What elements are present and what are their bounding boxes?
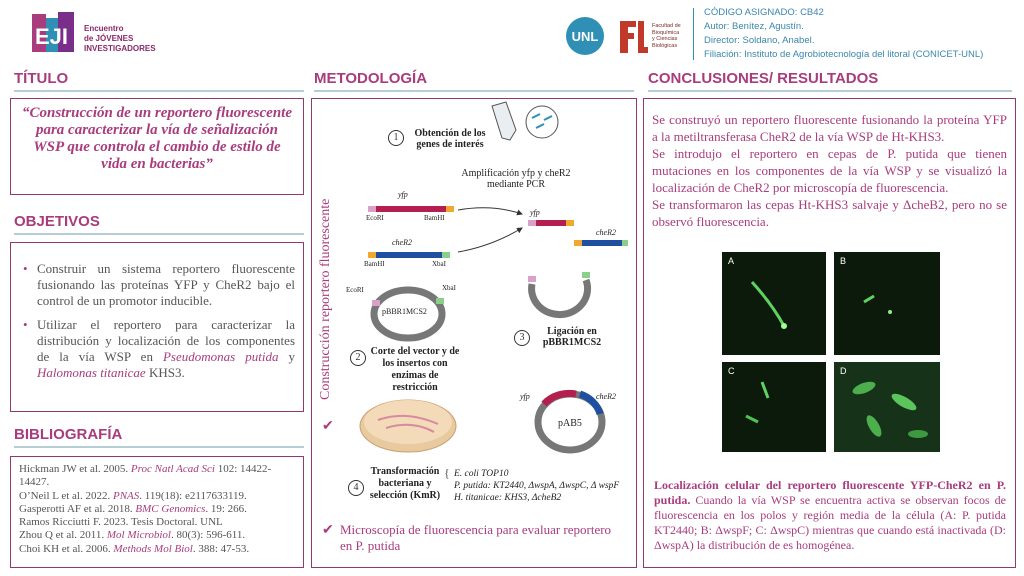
step-number: 1 <box>388 130 404 146</box>
bib-entry: Hickman JW et al. 2005. Proc Natl Acad S… <box>19 463 272 489</box>
objective-item: • Construir un sistema reportero fluores… <box>23 261 295 308</box>
yfp-label: yfp <box>398 190 408 199</box>
bib-entry: Gasperotti AF et al. 2018. BMC Genomics.… <box>19 502 247 515</box>
bib-entry: O’Neil L et al. 2022. PNAS. 119(18): e21… <box>19 489 247 502</box>
poster-title: “Construcción de un reportero fluorescen… <box>21 105 292 172</box>
xbai-label-2: XbaI <box>442 284 456 292</box>
methodology-panel <box>311 98 637 568</box>
objectives-panel: • Construir un sistema reportero fluores… <box>10 242 304 412</box>
plasmid-vector <box>370 286 446 342</box>
ecori-label: EcoRI <box>366 214 384 222</box>
yfp-label-2: yfp <box>530 208 540 217</box>
check-icon: ✔ <box>322 419 334 434</box>
methodology-heading: METODOLOGÍA <box>314 70 428 87</box>
caption-rest: Cuando la vía WSP se encuentra activa se… <box>654 493 1006 552</box>
step-number: 3 <box>514 330 530 346</box>
svg-text:EJI: EJI <box>35 24 68 49</box>
title-heading: TÍTULO <box>14 70 69 87</box>
step-number: 4 <box>348 480 364 496</box>
unl-logo: UNL <box>566 17 604 55</box>
vertical-label: Construcción reportero fluorescente <box>318 198 333 400</box>
bibliography-panel: Hickman JW et al. 2005. Proc Natl Acad S… <box>10 456 304 568</box>
xbai-label: XbaI <box>432 260 446 268</box>
bamhi-label-2: BamHI <box>364 260 385 268</box>
pab5-label: pAB5 <box>558 418 582 429</box>
conclusion-paragraph: Se transformaron las cepas Ht-KHS3 salva… <box>652 197 1007 229</box>
title-panel: “Construcción de un reportero fluorescen… <box>10 98 304 195</box>
amplification-label: Amplificación yfp y cheR2 mediante PCR <box>461 168 571 190</box>
step1-label: Obtención de los genes de interés <box>414 128 486 150</box>
pab5-plasmid <box>534 389 606 454</box>
gene-diagram <box>368 206 628 258</box>
ecori-label-2: EcoRI <box>346 286 364 294</box>
header-divider <box>693 8 694 60</box>
eji-logo-text: Encuentro de JÓVENES INVESTIGADORES <box>84 24 156 53</box>
bullet-icon: • <box>23 261 28 276</box>
pcr-tube-icon <box>491 101 559 141</box>
affiliation-label: Filiación: Instituto de Agrobiotecnologí… <box>704 49 984 60</box>
title-rule <box>14 90 304 92</box>
plasmid-label: pBBR1MCS2 <box>382 307 427 316</box>
petri-dish-icon <box>359 399 457 453</box>
bullet-icon: • <box>23 317 28 332</box>
author-label: Autor: Benítez, Agustín. <box>704 21 804 32</box>
conclusion-paragraph: Se introdujo el reportero en cepas de P.… <box>652 146 1007 195</box>
objectives-rule <box>14 233 304 235</box>
figure-caption: Localización celular del reportero fluor… <box>654 478 1006 553</box>
cher2-label-3: cheR2 <box>596 392 616 401</box>
code-label: CÓDIGO ASIGNADO: CB42 <box>704 7 824 18</box>
bamhi-label: BamHI <box>424 214 445 222</box>
conclusion-paragraph: Se construyó un reportero fluorescente f… <box>652 112 1007 144</box>
eji-logo: EJI <box>30 10 78 56</box>
ligation-plasmid <box>528 272 592 319</box>
step-number: 2 <box>350 350 366 366</box>
step4-label: Transformación bacteriana y selección (K… <box>369 466 441 501</box>
methodology-rule <box>314 90 634 92</box>
step3-label: Ligación en pBBR1MCS2 <box>542 326 602 348</box>
yfp-label-3: yfp <box>520 392 530 401</box>
conclusions-rule <box>648 90 1012 92</box>
conclusions-heading: CONCLUSIONES/ RESULTADOS <box>648 70 879 87</box>
caption-bold: Localización celular del reportero fluor… <box>654 478 1006 507</box>
bib-entry: Ramos Ricciutti F. 2023. Tesis Doctoral.… <box>19 516 223 529</box>
bibliography-heading: BIBLIOGRAFÍA <box>14 426 123 443</box>
microscopy-label: Microscopía de fluorescencia para evalua… <box>340 522 612 553</box>
conclusions-panel: Se construyó un reportero fluorescente f… <box>643 98 1016 568</box>
brace-icon: { <box>444 466 450 480</box>
bibliography-rule <box>14 446 304 448</box>
bib-entry: Zhou Q et al. 2011. Mol Microbiol. 80(3)… <box>19 529 246 542</box>
director-label: Director: Soldano, Anabel. <box>704 35 815 46</box>
header-meta: CÓDIGO ASIGNADO: CB42 Autor: Benítez, Ag… <box>704 6 983 62</box>
check-icon: ✔ <box>322 523 334 538</box>
micrograph-c: C <box>722 362 826 452</box>
strain-list: E. coli TOP10 P. putida: KT2440, ΔwspA, … <box>454 469 620 503</box>
micrograph-a: A <box>722 252 826 355</box>
cher2-label-2: cheR2 <box>596 228 616 237</box>
micrograph-d: D <box>834 362 940 452</box>
cher2-label: cheR2 <box>392 238 412 247</box>
objective-item: • Utilizar el reportero para caracteriza… <box>23 317 295 380</box>
objectives-heading: OBJETIVOS <box>14 213 100 230</box>
bib-entry: Choi KH et al. 2006. Methods Mol Biol. 3… <box>19 542 250 555</box>
fbcb-logo: Facultad de Bioquímica y Ciencias Biológ… <box>618 17 688 57</box>
micrograph-b: B <box>834 252 940 355</box>
step2-label: Corte del vector y de los insertos con e… <box>370 346 460 393</box>
